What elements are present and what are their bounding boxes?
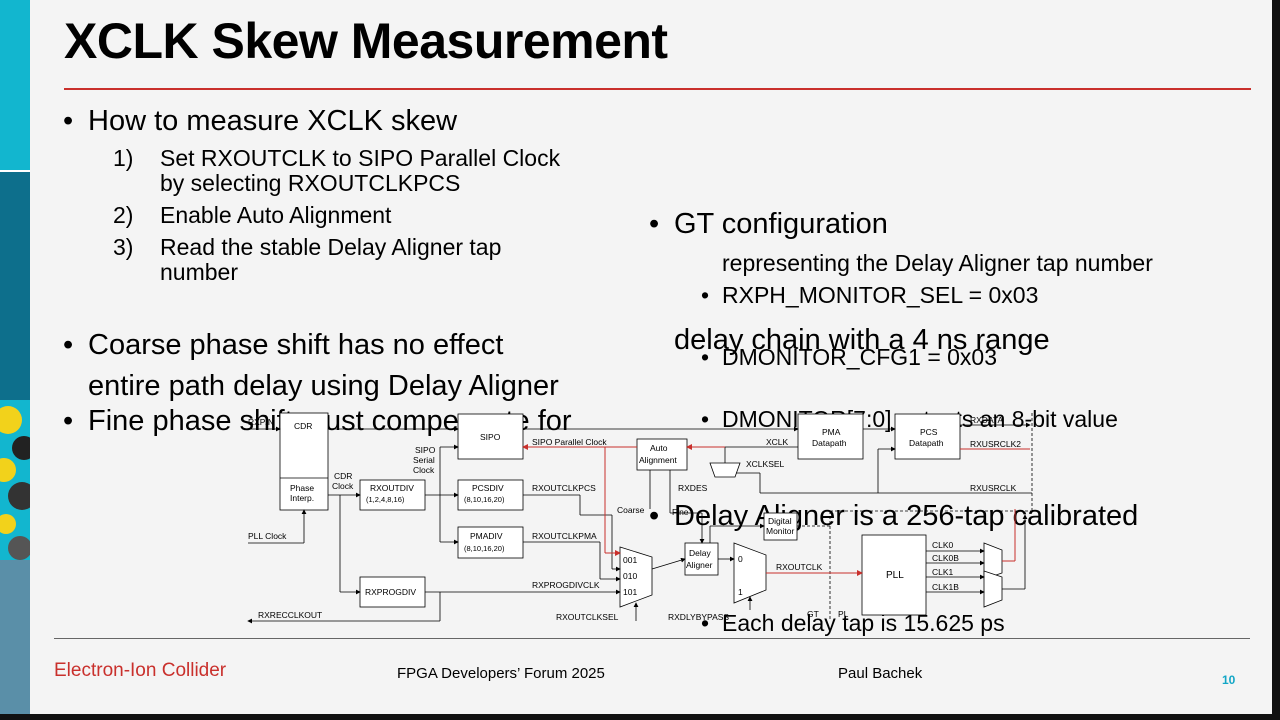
mux-0: 0 xyxy=(738,554,743,564)
rxdlybypass-mux xyxy=(733,542,767,604)
clk1-label: CLK1 xyxy=(932,567,954,577)
interp-label: Interp. xyxy=(290,493,314,503)
bullet-measure: How to measure XCLK skew xyxy=(63,105,1280,138)
molecule-graphic-icon xyxy=(0,406,30,560)
xclk-label: XCLK xyxy=(766,437,789,447)
gt-config-item-1: RXPH_MONITOR_SEL = 0x03 xyxy=(701,282,1280,308)
rxdes-label: RXDES xyxy=(678,483,708,493)
xclksel-mux xyxy=(709,462,741,478)
cdr-clock-label-2: Clock xyxy=(332,481,354,491)
footer-organization: Electron-Ion Collider xyxy=(54,660,227,681)
delay-aligner-label-1: Delay xyxy=(689,548,711,558)
step-2-num: 2) xyxy=(113,202,134,228)
digital-monitor-label-2: Monitor xyxy=(766,526,795,536)
auto-alignment-block xyxy=(636,438,688,471)
pcs-label-2: Datapath xyxy=(909,438,944,448)
digital-monitor-label-1: Digital xyxy=(768,516,792,526)
digital-monitor-block xyxy=(763,512,798,541)
rxprogdiv-label: RXPROGDIV xyxy=(365,587,416,597)
mux-101: 101 xyxy=(623,587,637,597)
pll-label: PLL xyxy=(886,570,904,581)
footer-conference: FPGA Developers’ Forum 2025 xyxy=(397,665,605,682)
rxusrclk-label: RXUSRCLK xyxy=(970,483,1017,493)
pll-block xyxy=(861,534,927,616)
sipo-serial-label-2: Serial xyxy=(413,455,435,465)
rxpn-label: RXP/N xyxy=(248,417,274,427)
pcs-label-1: PCS xyxy=(920,427,938,437)
step-3-line2: number xyxy=(160,259,238,285)
pcsdiv-values: (8,10,16,20) xyxy=(464,495,505,504)
xclksel-label: XCLKSEL xyxy=(746,459,785,469)
step-3-num: 3) xyxy=(113,234,134,260)
bullet-coarse: Coarse phase shift has no effect xyxy=(63,329,1280,362)
step-1-num: 1) xyxy=(113,145,134,171)
pmadiv-block xyxy=(457,526,524,559)
pma-label-1: PMA xyxy=(822,427,841,437)
rxoutclk-label: RXOUTCLK xyxy=(776,562,823,572)
bottom-edge xyxy=(0,714,1280,720)
phase-label: Phase xyxy=(290,483,314,493)
rxrecclkout-label: RXRECCLKOUT xyxy=(258,610,322,620)
pcsdiv-label: PCSDIV xyxy=(472,483,504,493)
fine-label: Fine xyxy=(672,507,689,517)
pma-datapath-block xyxy=(797,413,864,460)
cdr-clock-label-1: CDR xyxy=(334,471,352,481)
rxdlybypass-label: RXDLYBYPASS xyxy=(668,612,729,622)
rxoutdiv-label: RXOUTDIV xyxy=(370,483,414,493)
pl-region-label: PL xyxy=(838,609,849,619)
rxoutdiv-values: (1,2,4,8,16) xyxy=(366,495,405,504)
clk1b-label: CLK1B xyxy=(932,582,959,592)
clk0b-label: CLK0B xyxy=(932,553,959,563)
footer-author: Paul Bachek xyxy=(838,665,923,682)
rxoutclkpcs-label: RXOUTCLKPCS xyxy=(532,483,596,493)
auto-label-2: Alignment xyxy=(639,455,677,465)
title-underline xyxy=(64,88,1251,90)
rxprogdiv-block xyxy=(359,576,426,608)
pcs-datapath-block xyxy=(894,413,961,460)
rxoutclksel-mux xyxy=(619,546,653,608)
cdr-label: CDR xyxy=(294,421,312,431)
step-2-line1: Enable Auto Alignment xyxy=(160,202,392,228)
page-number: 10 xyxy=(1222,673,1236,687)
sipo-parallel-label: SIPO Parallel Clock xyxy=(532,437,607,447)
sipo-serial-label-1: SIPO xyxy=(415,445,436,455)
mux-010: 010 xyxy=(623,571,637,581)
rxoutclkpma-label: RXOUTCLKPMA xyxy=(532,531,597,541)
auto-label-1: Auto xyxy=(650,443,668,453)
gt-config-item-3-cont: representing the Delay Aligner tap numbe… xyxy=(722,250,1153,276)
sipo-label: SIPO xyxy=(480,432,501,442)
rxusrclk2-label: RXUSRCLK2 xyxy=(970,439,1021,449)
sipo-serial-label-3: Clock xyxy=(413,465,435,475)
rxoutclksel-label: RXOUTCLKSEL xyxy=(556,612,619,622)
rxdata-label: RXDATA xyxy=(970,415,1004,425)
sipo-block xyxy=(457,413,524,460)
bullet-delay-aligner-line1: Delay Aligner is a 256-tap calibrated xyxy=(649,500,1280,533)
pll-clock-label: PLL Clock xyxy=(248,531,287,541)
pma-label-2: Datapath xyxy=(812,438,847,448)
rxprogdivclk-label: RXPROGDIVCLK xyxy=(532,580,600,590)
coarse-label: Coarse xyxy=(617,505,645,515)
clk0-label: CLK0 xyxy=(932,540,954,550)
gt-region-label: GT xyxy=(807,609,819,619)
bullet-delay-aligner-line2: delay chain with a 4 ns range xyxy=(674,324,1050,356)
step-1-line2: by selecting RXOUTCLKPCS xyxy=(160,170,461,196)
gt-config-item-2: DMONITOR_CFG1 = 0x03 xyxy=(701,344,1280,370)
delay-aligner-label-2: Aligner xyxy=(686,560,713,570)
footer-divider xyxy=(54,638,1250,639)
bullet-fine-line2: entire path delay using Delay Aligner xyxy=(88,370,559,402)
step-1-line1: Set RXOUTCLK to SIPO Parallel Clock xyxy=(160,145,561,171)
bullet-gt-config: GT configuration xyxy=(649,208,1280,241)
side-decoration-bar xyxy=(0,0,30,720)
mux-001: 001 xyxy=(623,555,637,565)
step-3-line1: Read the stable Delay Aligner tap xyxy=(160,234,502,260)
pmadiv-values: (8,10,16,20) xyxy=(464,544,505,553)
gt-clocking-diagram: CDR Phase Interp. RXP/N PLL Clock CDR Cl… xyxy=(247,412,1033,624)
slide-title: XCLK Skew Measurement xyxy=(64,13,668,69)
mux-1: 1 xyxy=(738,587,743,597)
pmadiv-label: PMADIV xyxy=(470,531,503,541)
